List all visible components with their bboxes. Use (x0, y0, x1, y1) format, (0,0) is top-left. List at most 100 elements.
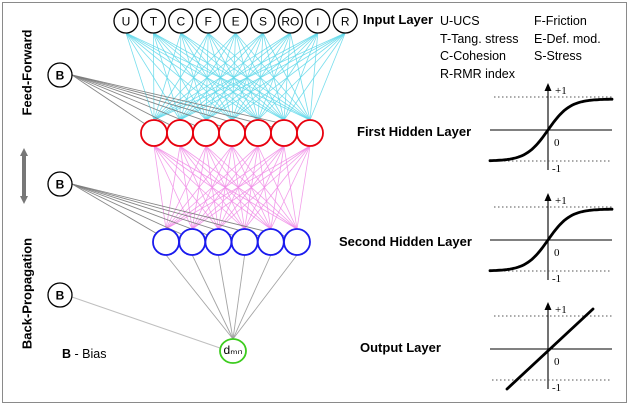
hidden2-to-output-link (217, 254, 234, 340)
graph-arrow-icon (544, 83, 552, 91)
input-node-label: RO (281, 15, 299, 29)
input-to-hidden1-link (205, 32, 264, 121)
legend-item: E-Def. mod. (534, 31, 601, 46)
input-to-hidden1-link (179, 32, 346, 121)
hidden1-node (140, 119, 168, 147)
input-to-hidden1-link (153, 32, 318, 121)
input-to-hidden1-link (180, 32, 207, 121)
bias-key: B - Bias (62, 347, 106, 361)
input-node-label: R (341, 15, 350, 29)
input-node: T (140, 8, 167, 34)
double-arrow-icon (20, 148, 28, 204)
activation-curve (505, 307, 595, 391)
input-node-circle (332, 8, 358, 34)
bias-link (71, 74, 285, 131)
hidden1-to-hidden2-link (165, 145, 207, 230)
input-to-hidden1-link (205, 32, 346, 121)
bias-link (71, 74, 155, 131)
hidden2-to-output-link (232, 254, 272, 340)
hidden2-node (152, 228, 180, 256)
input-node-label: I (316, 15, 319, 29)
graph-arrow-icon (544, 193, 552, 201)
input-to-hidden1-link (207, 32, 259, 121)
hidden1-to-hidden2-link (165, 145, 285, 230)
bias-node-circle (47, 171, 73, 197)
legend-item: U-UCS (440, 14, 480, 28)
input-to-hidden1-link (180, 32, 311, 121)
input-node: I (305, 8, 331, 34)
hidden2-to-output-link (191, 254, 234, 340)
input-node: F (195, 8, 221, 34)
input-to-hidden1-link (257, 32, 264, 121)
input-to-hidden1-link (207, 32, 285, 121)
input-node: RO (277, 8, 304, 34)
input-to-hidden1-link (207, 32, 311, 121)
input-to-hidden1-link (153, 32, 291, 121)
input-node: S (250, 8, 276, 34)
hidden2-to-output-link (232, 254, 298, 340)
legend-item: S-Stress (534, 49, 582, 63)
plus-one-label: +1 (555, 304, 567, 316)
bias-key-letter: B (62, 347, 72, 361)
hidden2-node (283, 228, 311, 256)
hidden1-to-hidden2-link (270, 145, 311, 230)
input-to-hidden1-link (257, 32, 319, 121)
legend-column-2: F-Friction E-Def. mod. S-Stress (534, 13, 601, 66)
minus-one-label: -1 (552, 382, 561, 394)
input-node-circle (140, 8, 167, 34)
input-node-circle (277, 8, 304, 34)
input-to-hidden1-link (231, 32, 236, 121)
hidden1-to-hidden2-link (244, 145, 311, 230)
plus-one-label: +1 (555, 85, 567, 97)
graph-arrow-icon (544, 302, 552, 310)
hidden2-to-output-link (165, 254, 234, 340)
input-node-circle (250, 8, 276, 34)
activation-curve (488, 97, 614, 163)
input-node-label: S (259, 15, 267, 29)
input-node-circle (305, 8, 331, 34)
input-to-hidden1-link (153, 32, 259, 121)
hidden2-node (256, 228, 285, 256)
input-node-label: T (150, 15, 158, 29)
first-hidden-layer-label: First Hidden Layer (357, 124, 472, 139)
input-to-hidden1-link (153, 32, 207, 121)
input-to-hidden1-link (180, 32, 285, 121)
legend-item: R-RMR index (440, 66, 516, 81)
input-to-hidden1-link (257, 32, 291, 121)
input-to-hidden1-link (125, 32, 259, 121)
bias-node-label: B (56, 289, 65, 303)
hidden1-node (296, 119, 324, 147)
input-to-hidden1-link (309, 32, 346, 121)
input-to-hidden1-link (262, 32, 285, 121)
input-to-hidden1-link (125, 32, 285, 121)
bias-node-circle (47, 282, 73, 308)
hidden1-to-hidden2-link (218, 145, 311, 230)
output-activation-graph: +10-1 (490, 302, 612, 394)
input-node: E (222, 8, 249, 34)
hidden1-to-hidden2-link (165, 145, 311, 230)
hidden1-to-hidden2-link (165, 145, 233, 230)
input-to-hidden1-link (235, 32, 311, 121)
hidden1-node (244, 119, 272, 147)
bias-link (71, 296, 221, 349)
input-to-hidden1-link (125, 32, 207, 121)
input-to-hidden1-link (125, 32, 233, 121)
back-propagation-label: Back-Propagation (19, 237, 35, 350)
hidden2-to-output-link (232, 254, 246, 340)
hidden1-node (192, 119, 220, 147)
input-to-hidden1-link (257, 32, 346, 121)
feed-forward-label: Feed-Forward (19, 29, 35, 116)
input-to-hidden1-link (235, 32, 285, 121)
bias-link (71, 183, 298, 240)
input-to-hidden1-link (153, 32, 236, 121)
legend-item: C-Cohesion (440, 49, 507, 63)
input-to-hidden1-link (179, 32, 182, 121)
second-hidden-activation-graph: +10-1 (488, 193, 614, 285)
input-to-hidden1-link (153, 32, 233, 121)
legend-column-1: U-UCS T-Tang. stress C-Cohesion R-RMR in… (440, 13, 519, 83)
hidden1-to-hidden2-link (296, 145, 311, 230)
input-to-hidden1-link (125, 32, 155, 121)
bias-link (71, 74, 311, 131)
zero-label: 0 (554, 137, 560, 149)
